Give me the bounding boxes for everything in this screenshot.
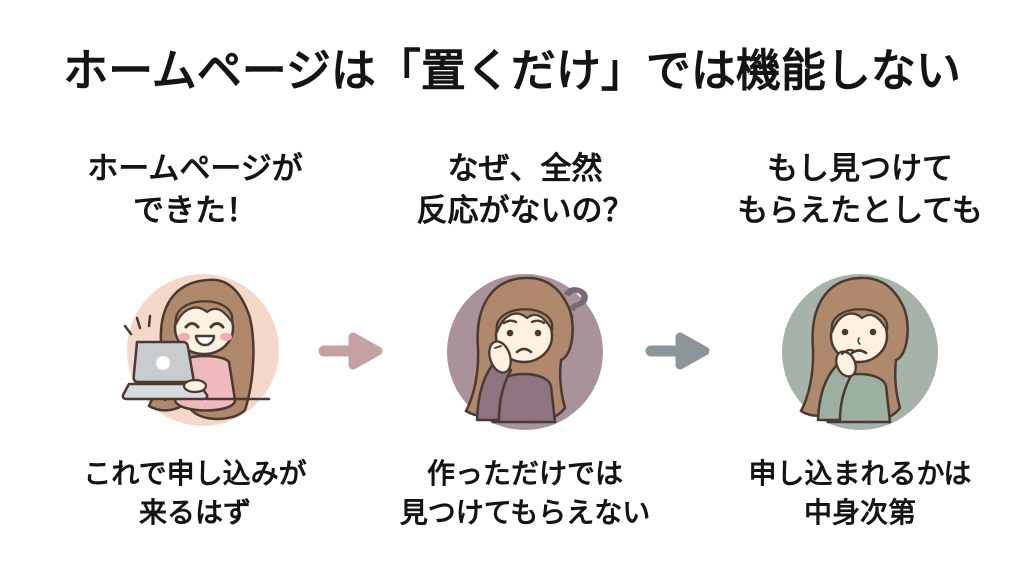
mouth — [515, 347, 533, 354]
step-2-illustration: ? — [437, 264, 613, 440]
left-eyebrow — [502, 319, 518, 325]
laptop-logo — [156, 356, 170, 370]
bangs — [830, 308, 889, 334]
mouth — [194, 334, 216, 347]
bangs — [495, 308, 554, 334]
woman-at-laptop-illustration — [121, 274, 279, 426]
finger — [840, 348, 856, 356]
sparkle-lines — [147, 314, 152, 328]
blush — [178, 333, 190, 341]
right-eyebrow — [530, 319, 546, 325]
arm — [475, 360, 513, 422]
step-3-header: もし見つけて もらえたとしても — [737, 151, 983, 228]
page-title: ホームページは「置くだけ」では機能しない — [63, 45, 961, 96]
left-eye — [184, 322, 200, 329]
right-eye — [869, 328, 877, 336]
arrow-right-icon — [317, 327, 387, 375]
mouth — [850, 349, 868, 355]
step-1: ホームページが できた！ — [30, 148, 360, 548]
arrow-right-icon — [644, 327, 714, 375]
step-2-caption: 作っただけでは 見つけてもらえない — [399, 458, 651, 529]
hand — [182, 378, 208, 394]
right-eye — [534, 329, 542, 337]
arrow-head-outline — [348, 332, 383, 370]
sparkle-lines — [123, 324, 133, 336]
hand — [488, 340, 512, 374]
left-eye — [841, 328, 849, 336]
step-3-caption: 申し込まれるかは 中身次第 — [748, 458, 972, 529]
nose — [857, 337, 861, 345]
bangs — [174, 300, 234, 326]
step-1-header: ホームページが できた！ — [87, 151, 303, 228]
sparkle-lines — [135, 316, 142, 330]
step-1-caption: これで申し込みが 来るはず — [83, 458, 307, 529]
left-eye — [506, 329, 514, 337]
step-1-illustration — [107, 264, 283, 440]
hand — [835, 350, 857, 378]
step-2-header: なぜ、全然 反応がないの？ — [416, 151, 634, 228]
finger-line — [494, 345, 502, 349]
step-2: なぜ、全然 反応がないの？ ? — [360, 148, 690, 548]
step-3: もし見つけて もらえたとしても — [700, 148, 1020, 548]
right-eye — [209, 322, 225, 329]
pondering-woman-illustration — [782, 274, 938, 430]
worried-woman-illustration: ? — [447, 274, 603, 430]
blush — [220, 333, 232, 341]
step-3-illustration — [772, 264, 948, 440]
arrow-head-outline — [675, 332, 710, 370]
